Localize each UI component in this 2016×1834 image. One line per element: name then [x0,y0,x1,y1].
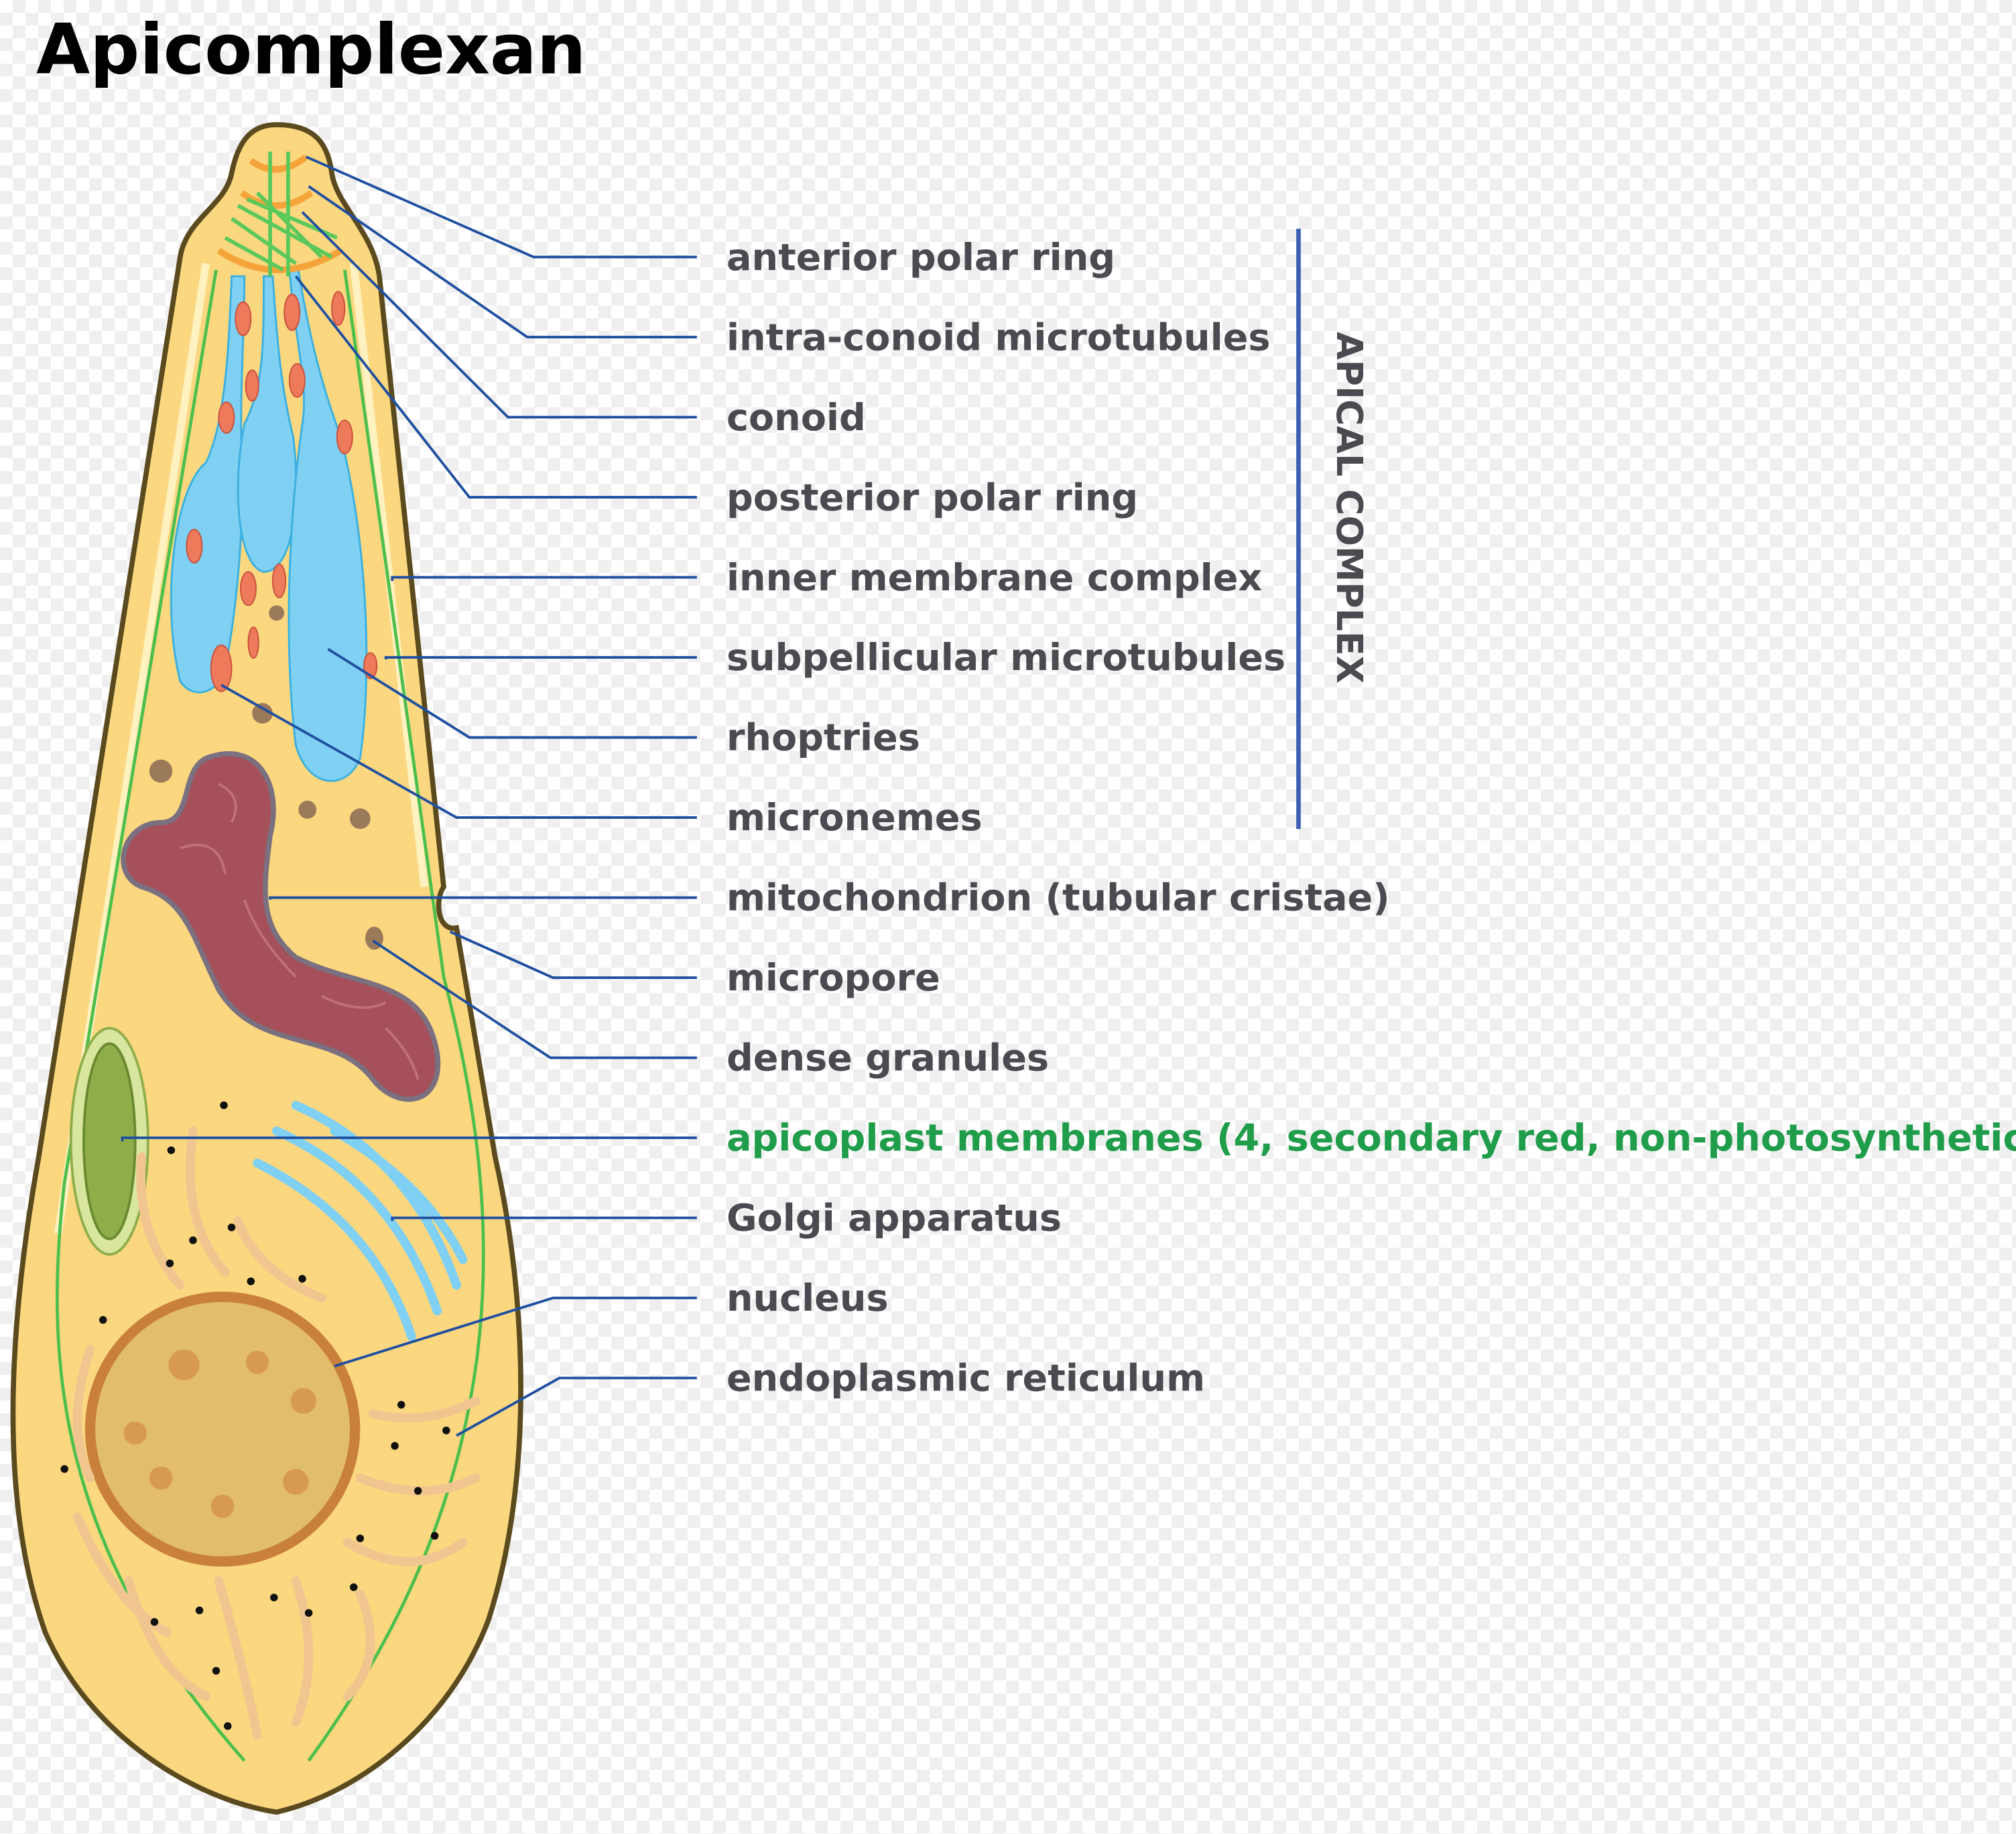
structure-label: rhoptries [727,716,920,760]
leader-line [384,656,697,659]
golgi-apparatus [253,1100,468,1341]
apical-rings [216,154,343,273]
structure-label: endoplasmic reticulum [727,1357,1205,1400]
structure-label: intra-conoid microtubules [727,316,1271,359]
structure-label: posterior polar ring [727,476,1138,519]
endoplasmic-reticulum [72,1126,481,1740]
rhoptries [170,269,368,782]
structure-label: subpellicular microtubules [727,636,1285,679]
structure-label: conoid [727,396,866,440]
structure-label: anterior polar ring [727,236,1115,279]
structure-label: inner membrane complex [727,556,1262,600]
structure-label: nucleus [727,1276,889,1320]
leader-line [305,155,697,259]
cell [10,122,523,1815]
ribosomes [60,1101,450,1730]
structure-label: mitochondrion (tubular cristae) [727,876,1390,920]
structure-label: micronemes [727,796,983,840]
apicoplast [69,1027,149,1256]
structure-label: dense granules [727,1037,1049,1080]
leader-line [121,1136,697,1142]
apical-complex-label: APICAL COMPLEX [1328,332,1371,683]
micronemes [186,291,378,692]
leader-line [301,211,697,419]
leader-line [449,930,697,979]
leader-line [456,1376,697,1437]
mitochondrion [121,751,441,1102]
nucleus [84,1291,361,1567]
leader-line [372,939,697,1059]
structure-label: Golgi apparatus [727,1197,1062,1240]
leader-lines [121,155,697,1437]
diagram-title: Apicomplexan [36,9,586,90]
leader-line [269,896,697,900]
structure-label: apicoplast membranes (4, secondary red, … [727,1116,2016,1160]
leader-line [334,1297,697,1368]
leader-line [220,683,697,819]
conoid-microtubules [224,151,338,277]
leader-line [391,1216,697,1222]
label-list: anterior polar ring intra-conoid microtub… [727,236,2016,1400]
leader-line [308,185,697,339]
leader-line [327,647,697,739]
leader-line [294,275,697,499]
leader-line [391,576,697,581]
dense-granules [149,605,383,950]
mitochondrion-cristae [180,783,420,1080]
structure-label: micropore [727,956,940,1000]
